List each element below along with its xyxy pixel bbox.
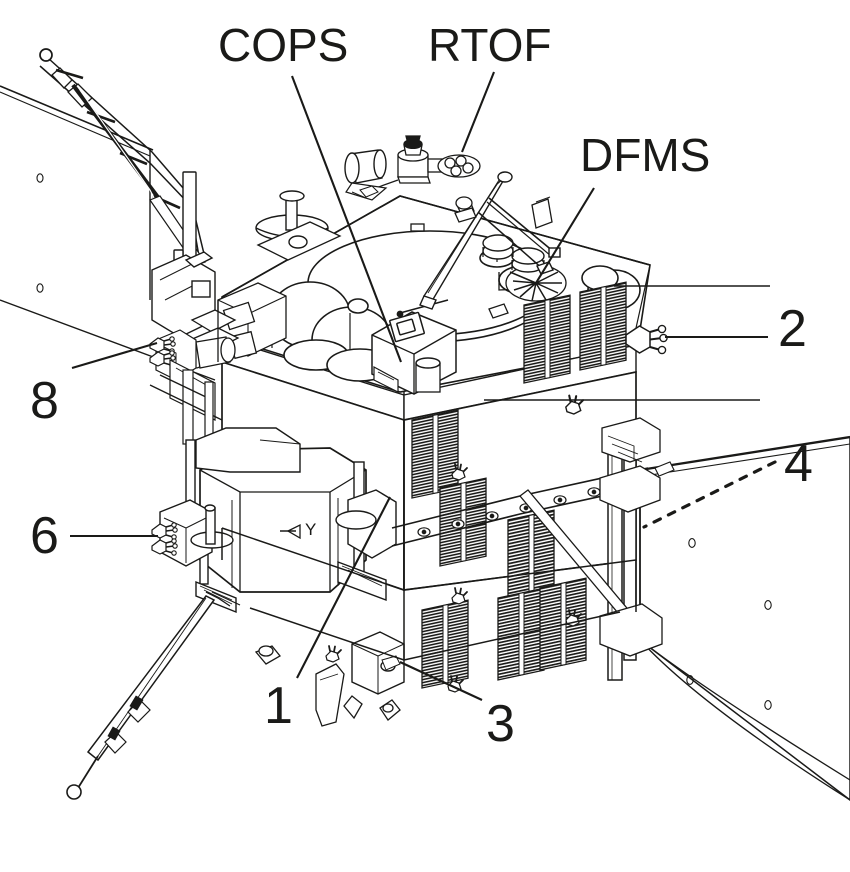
leader-8 xyxy=(71,341,158,370)
solar-array-right xyxy=(639,435,850,801)
lower-right-instrument xyxy=(351,631,405,695)
leader-1 xyxy=(296,496,391,679)
solar-array-left xyxy=(0,82,216,381)
leader-dfms xyxy=(535,187,595,284)
label-cops: COPS xyxy=(218,19,349,71)
label-4: 4 xyxy=(784,435,813,493)
reference-lines xyxy=(484,285,770,401)
inclined-boom xyxy=(419,171,561,310)
label-1: 1 xyxy=(264,677,293,735)
label-8: 8 xyxy=(30,372,59,430)
cylinder-sensor xyxy=(344,149,388,201)
cops-sensor xyxy=(371,311,457,395)
deck-small-boxes xyxy=(410,196,553,319)
lower-boom xyxy=(66,591,241,800)
leader-rtof xyxy=(461,71,495,153)
small-dish-antenna xyxy=(255,190,342,261)
label-rtof: RTOF xyxy=(428,19,552,71)
leader-4 xyxy=(642,460,777,529)
leader-lines xyxy=(70,71,777,701)
leader-cops xyxy=(291,75,402,363)
rtof-sensor xyxy=(369,135,481,191)
lower-protrusions xyxy=(254,645,401,727)
label-6: 6 xyxy=(30,507,59,565)
boom-mast xyxy=(151,171,216,338)
leader-3 xyxy=(399,661,483,701)
label-3: 3 xyxy=(486,695,515,753)
label-2: 2 xyxy=(778,300,807,358)
body-thrusters xyxy=(325,324,668,693)
label-y-axis: Y xyxy=(305,520,317,539)
label-dfms: DFMS xyxy=(580,129,711,181)
upper-left-instruments xyxy=(149,282,287,445)
lower-body-edges xyxy=(221,527,637,661)
